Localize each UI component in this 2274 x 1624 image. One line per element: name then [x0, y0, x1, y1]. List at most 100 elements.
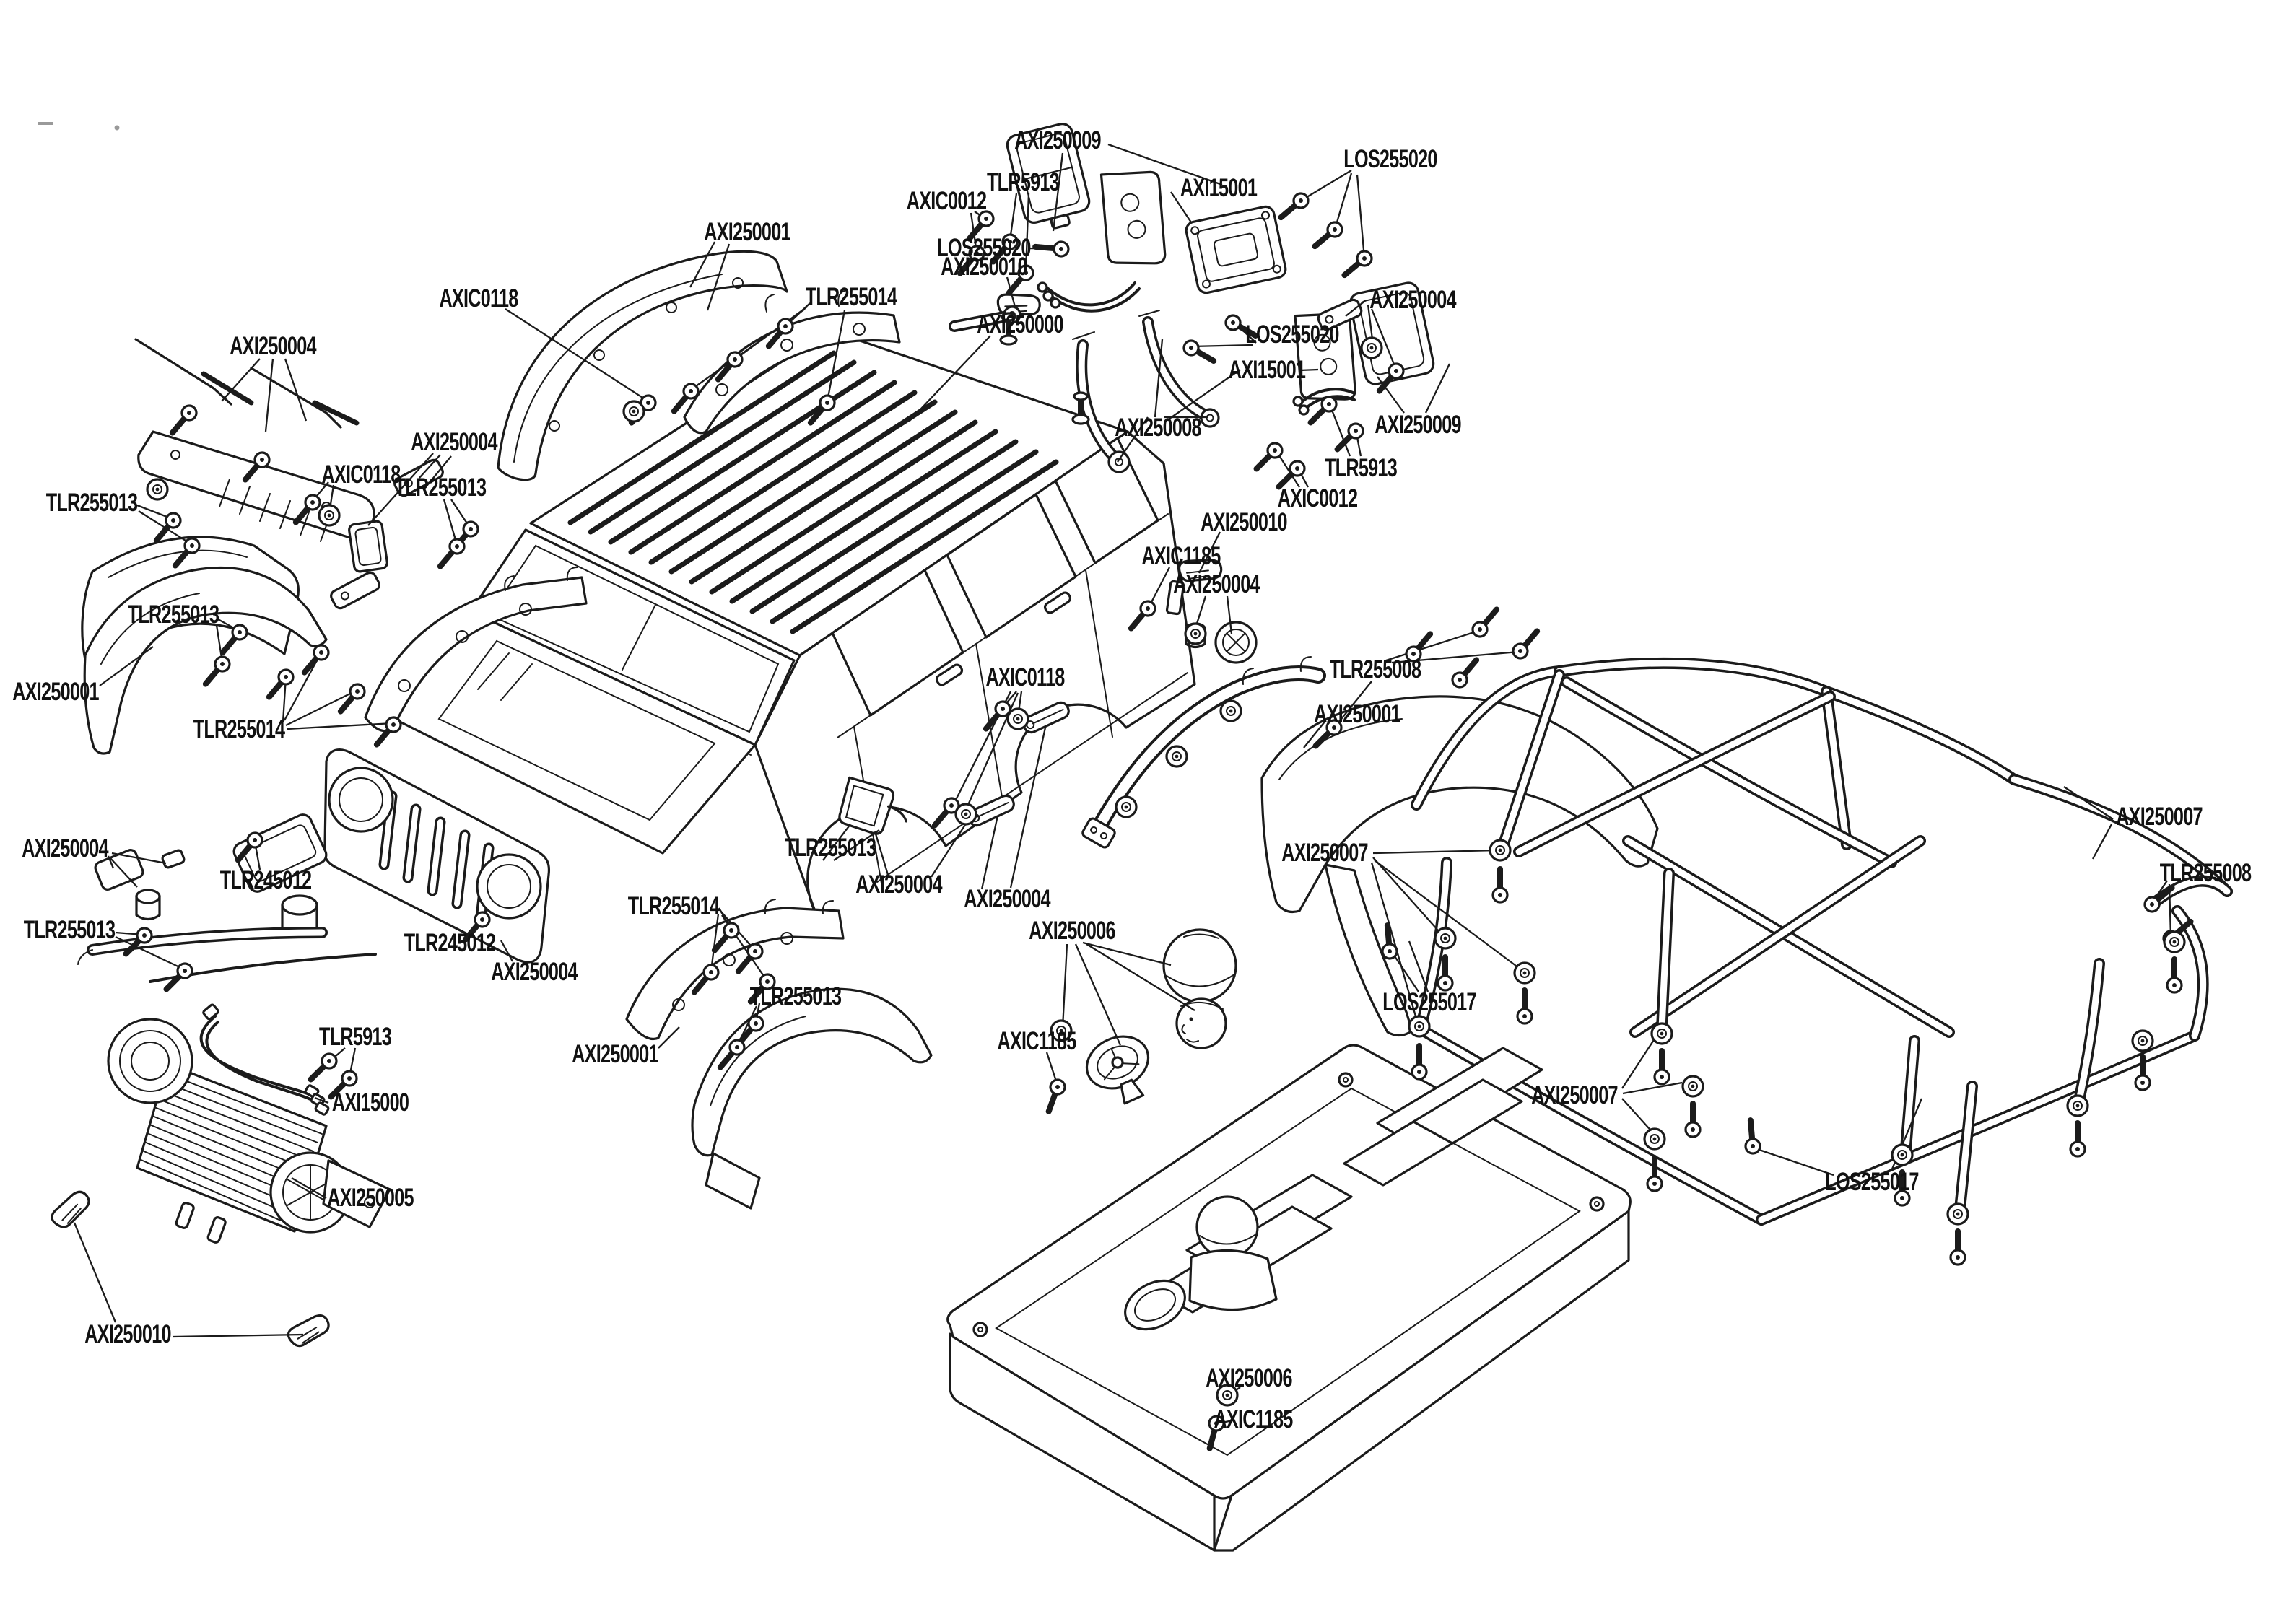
- grommet-icon: [1434, 927, 1457, 950]
- part-label: AXI250000: [977, 310, 1063, 339]
- leader-line: [73, 1222, 117, 1323]
- leader-line: [1621, 1031, 1660, 1089]
- leader-line: [291, 1177, 327, 1199]
- part-label: AXIC1185: [997, 1027, 1076, 1055]
- driver-head: [1175, 997, 1227, 1049]
- molded-driver-helmet: [1195, 1195, 1259, 1259]
- taillight-parts: [949, 123, 1435, 664]
- part-label: AXI250004: [491, 958, 578, 986]
- leader-line: [931, 816, 971, 878]
- leader-line: [1303, 721, 1325, 748]
- screw-icon: [2070, 1123, 2085, 1156]
- grommet-icon: [2066, 1094, 2089, 1117]
- leader-line: [822, 824, 851, 861]
- light-wire: [199, 1003, 330, 1116]
- grommet-icon: [146, 478, 169, 501]
- leader-line: [689, 241, 716, 288]
- leader-line: [706, 243, 731, 311]
- leader-line: [109, 857, 138, 888]
- part-label: TLR255013: [45, 489, 138, 517]
- screw-icon: [263, 667, 296, 702]
- jeep-body-drawing: [323, 329, 1196, 964]
- part-label: AXI250005: [327, 1184, 414, 1212]
- leader-line: [1052, 152, 1064, 232]
- part-label: AXIC0118: [439, 284, 518, 313]
- screw-icon: [1493, 869, 1507, 902]
- screw-icon: [1951, 1231, 1965, 1265]
- part-label: AXI250004: [964, 885, 1050, 913]
- part-label: LOS255017: [1825, 1168, 1919, 1196]
- grommet-icon: [1513, 961, 1536, 985]
- grommet-icon: [1891, 1143, 1914, 1166]
- headlight-right: [476, 853, 542, 920]
- grommet-icon: [1489, 839, 1512, 862]
- part-label: AXIC0012: [906, 187, 987, 215]
- part-label: AXI250001: [704, 218, 790, 246]
- leader-line: [1370, 308, 1398, 370]
- screw-icon: [1310, 219, 1345, 252]
- screw-icon: [1743, 1119, 1761, 1154]
- screw-icon: [1412, 1046, 1426, 1079]
- leader-line: [367, 453, 434, 526]
- leader-line: [1024, 193, 1030, 272]
- leader-line: [1154, 339, 1164, 418]
- leader-line: [833, 829, 880, 861]
- grommet-icon: [954, 803, 977, 826]
- leader-line: [1385, 629, 1479, 662]
- part-label: AXI250004: [1173, 570, 1260, 598]
- screw-icon: [299, 642, 331, 677]
- leader-line: [1372, 857, 1445, 938]
- part-label: TLR5913: [1324, 454, 1398, 482]
- leader-line: [1148, 567, 1171, 607]
- part-label: TLR255013: [749, 982, 842, 1010]
- leader-line: [284, 358, 308, 422]
- leader-line: [505, 308, 649, 402]
- screw-icon: [435, 536, 467, 571]
- leader-line: [1170, 191, 1192, 223]
- door-handle-parts: [838, 701, 1070, 835]
- leader-line: [111, 852, 167, 865]
- leader-line: [1082, 941, 1172, 966]
- screw-icon: [1470, 605, 1502, 639]
- leader-line: [826, 310, 846, 402]
- part-label: AXI250006: [1206, 1364, 1292, 1392]
- leader-line: [1107, 143, 1223, 186]
- grommet-icon: [1165, 745, 1188, 768]
- part-label: AXIC1185: [1141, 542, 1221, 570]
- screw-icon: [1340, 248, 1375, 281]
- grommet-icon: [1643, 1127, 1666, 1151]
- screw-icon: [1276, 191, 1311, 223]
- leader-line: [1086, 943, 1195, 1011]
- grommet-icon: [1219, 699, 1242, 722]
- part-label: AXIC0012: [1277, 484, 1358, 512]
- leader-line: [1370, 862, 1419, 1022]
- grommet-icon: [1650, 1022, 1673, 1045]
- leader-line: [1300, 170, 1352, 201]
- part-label: AXI250007: [2116, 803, 2203, 831]
- part-label: TLR245012: [404, 929, 496, 957]
- leader-line: [287, 722, 394, 730]
- part-label: AXI250004: [22, 834, 108, 863]
- radiator-lightbar: [107, 1018, 391, 1244]
- screw-icon: [305, 1051, 339, 1085]
- leader-line: [221, 358, 261, 402]
- leader-line: [173, 1333, 304, 1338]
- scan-marks: [38, 122, 120, 131]
- leader-line: [1756, 1148, 1834, 1176]
- grommet-icon: [1360, 336, 1383, 359]
- grommet-icon: [2131, 1029, 2154, 1052]
- leader-line: [710, 913, 720, 972]
- part-label: TLR5913: [986, 168, 1060, 196]
- leader-line: [1335, 681, 1372, 727]
- leader-line: [980, 815, 999, 890]
- leader-line: [419, 454, 441, 479]
- helmet: [1162, 928, 1237, 1003]
- front-fender-parts: [81, 536, 328, 755]
- steering-wheel: [1085, 1035, 1150, 1105]
- leader-line: [1424, 363, 1451, 414]
- leader-line: [874, 831, 889, 876]
- part-label: TLR255008: [1329, 655, 1421, 684]
- leader-line: [1356, 174, 1366, 259]
- leader-line: [909, 335, 991, 422]
